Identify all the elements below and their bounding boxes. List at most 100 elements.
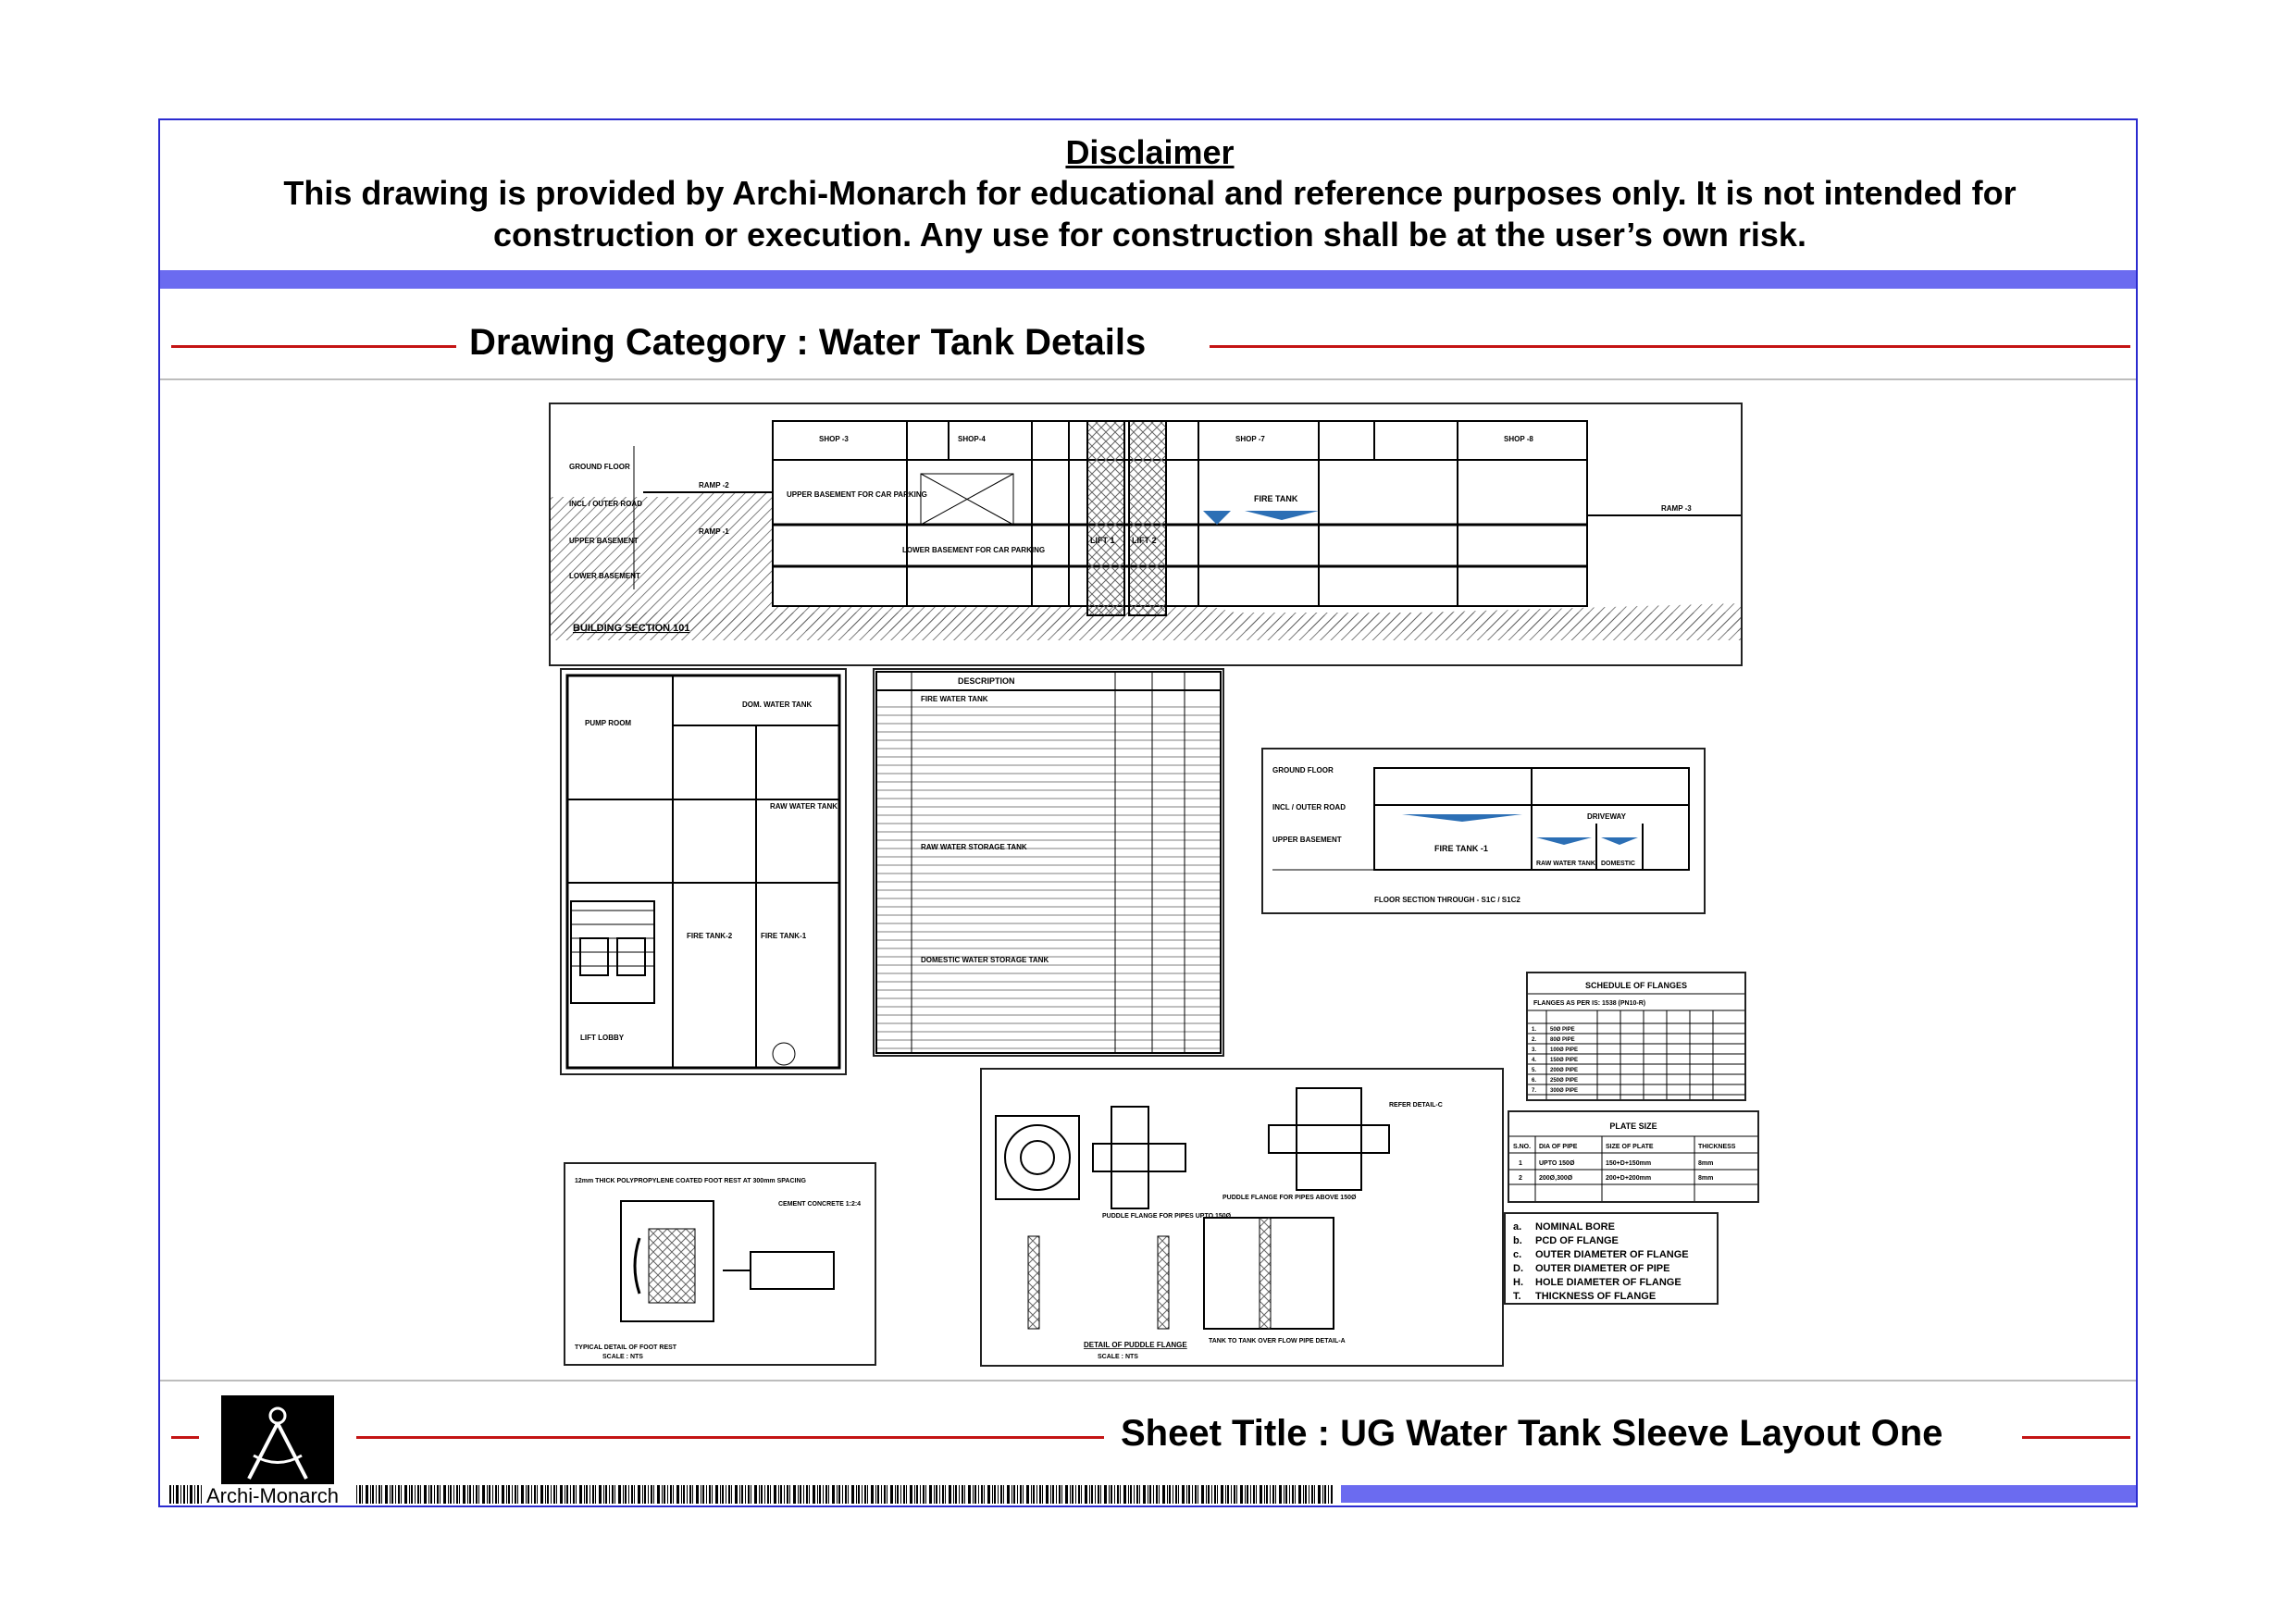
svg-text:PUMP ROOM: PUMP ROOM: [585, 719, 631, 727]
svg-text:c.: c.: [1513, 1249, 1521, 1260]
foot-rest-drawing: 12mm THICK POLYPROPYLENE COATED FOOT RES…: [575, 1178, 861, 1360]
svg-text:1: 1: [1519, 1160, 1522, 1167]
svg-text:DESCRIPTION: DESCRIPTION: [958, 676, 1015, 686]
drawing-category: Drawing Category : Water Tank Details: [469, 322, 1147, 363]
floor-section-drawing: GROUND FLOOR INCL / OUTER ROAD UPPER BAS…: [1272, 766, 1690, 904]
svg-text:THICKNESS OF FLANGE: THICKNESS OF FLANGE: [1535, 1291, 1656, 1302]
svg-text:b.: b.: [1513, 1235, 1522, 1246]
flange-list-table: DESCRIPTION FIRE WATER TANK RAW WATER ST…: [875, 671, 1222, 1054]
flange-schedule-panel: SCHEDULE OF FLANGES FLANGES AS PER IS: 1…: [1526, 972, 1746, 1101]
legend-panel: a.NOMINAL BORE b.PCD OF FLANGE c.OUTER D…: [1504, 1212, 1719, 1305]
svg-text:FIRE TANK: FIRE TANK: [1254, 494, 1298, 503]
footer-rule-right: [2022, 1436, 2130, 1439]
svg-text:GROUND FLOOR: GROUND FLOOR: [569, 463, 630, 471]
schedule-row-desc: 150Ø PIPE: [1550, 1058, 1578, 1063]
schedule-row-desc: 80Ø PIPE: [1550, 1037, 1575, 1043]
svg-text:PUDDLE FLANGE FOR PIPES UPTO 1: PUDDLE FLANGE FOR PIPES UPTO 150Ø: [1102, 1213, 1232, 1220]
svg-text:200Ø,300Ø: 200Ø,300Ø: [1539, 1175, 1573, 1182]
svg-text:LOWER BASEMENT: LOWER BASEMENT: [569, 572, 640, 580]
schedule-row-no: 3.: [1532, 1047, 1536, 1053]
sheet-frame: Disclaimer This drawing is provided by A…: [158, 118, 2138, 1507]
schedule-row-desc: 100Ø PIPE: [1550, 1047, 1578, 1053]
svg-text:INCL / OUTER ROAD: INCL / OUTER ROAD: [569, 500, 642, 508]
floor-section-title: FLOOR SECTION THROUGH - S1C / S1C2: [1374, 896, 1520, 904]
schedule-row-desc: 250Ø PIPE: [1550, 1078, 1578, 1084]
svg-text:GROUND FLOOR: GROUND FLOOR: [1272, 766, 1334, 774]
svg-text:RAMP -1: RAMP -1: [699, 527, 729, 536]
svg-text:UPTO 150Ø: UPTO 150Ø: [1539, 1160, 1575, 1167]
puddle-flange-drawing: PUDDLE FLANGE FOR PIPES UPTO 150Ø PUDDLE…: [995, 1087, 1443, 1360]
svg-text:DRIVEWAY: DRIVEWAY: [1587, 812, 1627, 821]
svg-text:DOMESTIC WATER STORAGE TANK: DOMESTIC WATER STORAGE TANK: [921, 956, 1049, 964]
svg-text:2: 2: [1519, 1175, 1522, 1182]
barcode-strip: [356, 1485, 1333, 1504]
compass-icon: [247, 1406, 308, 1480]
building-section-title: BUILDING SECTION 101: [573, 623, 690, 634]
footer-divider: [160, 1380, 2136, 1381]
floor-section-panel: GROUND FLOOR INCL / OUTER ROAD UPPER BAS…: [1261, 748, 1706, 914]
svg-text:DOM. WATER TANK: DOM. WATER TANK: [742, 700, 812, 709]
svg-text:SHOP-4: SHOP-4: [958, 435, 986, 443]
svg-text:OUTER DIAMETER OF PIPE: OUTER DIAMETER OF PIPE: [1535, 1263, 1669, 1274]
puddle-flange-panel: PUDDLE FLANGE FOR PIPES UPTO 150Ø PUDDLE…: [980, 1068, 1504, 1367]
svg-text:HOLE DIAMETER OF FLANGE: HOLE DIAMETER OF FLANGE: [1535, 1277, 1682, 1288]
svg-text:INCL / OUTER ROAD: INCL / OUTER ROAD: [1272, 803, 1346, 812]
schedule-row-desc: 200Ø PIPE: [1550, 1068, 1578, 1073]
svg-text:LIFT LOBBY: LIFT LOBBY: [580, 1034, 625, 1042]
svg-text:NOMINAL BORE: NOMINAL BORE: [1535, 1221, 1615, 1233]
svg-text:D.: D.: [1513, 1263, 1523, 1274]
svg-text:TANK TO TANK OVER FLOW PIPE DE: TANK TO TANK OVER FLOW PIPE DETAIL-A: [1209, 1338, 1346, 1344]
svg-text:RAW WATER TANK: RAW WATER TANK: [1536, 861, 1595, 867]
svg-text:UPPER BASEMENT FOR CAR PARKING: UPPER BASEMENT FOR CAR PARKING: [787, 490, 927, 499]
schedule-row-no: 5.: [1532, 1068, 1536, 1073]
flange-list-panel: DESCRIPTION FIRE WATER TANK RAW WATER ST…: [873, 668, 1224, 1057]
building-section-drawing: GROUND FLOOR INCL / OUTER ROAD UPPER BAS…: [551, 420, 1741, 640]
svg-text:SHOP -8: SHOP -8: [1504, 435, 1533, 443]
svg-text:SHOP -3: SHOP -3: [819, 435, 849, 443]
svg-text:FIRE TANK -1: FIRE TANK -1: [1434, 844, 1488, 853]
svg-text:SHOP -7: SHOP -7: [1235, 435, 1265, 443]
footer-rule-left: [171, 1436, 199, 1439]
svg-text:RAW WATER STORAGE TANK: RAW WATER STORAGE TANK: [921, 843, 1027, 851]
flange-schedule-table: SCHEDULE OF FLANGES FLANGES AS PER IS: 1…: [1528, 981, 1744, 1099]
svg-text:H.: H.: [1513, 1277, 1523, 1288]
svg-text:UPPER BASEMENT: UPPER BASEMENT: [569, 537, 639, 545]
schedule-row-desc: 50Ø PIPE: [1550, 1027, 1575, 1033]
category-rule-right: [1210, 345, 2130, 348]
svg-text:TYPICAL DETAIL OF FOOT REST: TYPICAL DETAIL OF FOOT REST: [575, 1344, 677, 1351]
building-section-panel: GROUND FLOOR INCL / OUTER ROAD UPPER BAS…: [549, 403, 1743, 666]
tank-plan-panel: PUMP ROOM DOM. WATER TANK RAW WATER TANK…: [560, 668, 847, 1075]
legend-list: a.NOMINAL BORE b.PCD OF FLANGE c.OUTER D…: [1513, 1221, 1689, 1302]
svg-text:FIRE TANK-1: FIRE TANK-1: [761, 932, 807, 940]
svg-text:UPPER BASEMENT: UPPER BASEMENT: [1272, 836, 1342, 844]
schedule-row-no: 6.: [1532, 1078, 1536, 1084]
svg-text:FIRE WATER TANK: FIRE WATER TANK: [921, 695, 988, 703]
schedule-row-desc: 300Ø PIPE: [1550, 1088, 1578, 1094]
barcode-left: [169, 1485, 202, 1504]
plate-size-panel: PLATE SIZE S.NO. DIA OF PIPE SIZE OF PLA…: [1508, 1110, 1759, 1203]
footer-band: [1341, 1485, 2136, 1503]
svg-text:DIA OF PIPE: DIA OF PIPE: [1539, 1144, 1578, 1150]
svg-text:8mm: 8mm: [1698, 1175, 1713, 1182]
category-rule-left: [171, 345, 456, 348]
disclaimer-title: Disclaimer: [1065, 133, 1235, 171]
svg-text:8mm: 8mm: [1698, 1160, 1713, 1167]
plate-size-table: PLATE SIZE S.NO. DIA OF PIPE SIZE OF PLA…: [1509, 1121, 1757, 1201]
svg-text:T.: T.: [1513, 1291, 1521, 1302]
disclaimer-band: [160, 270, 2136, 289]
svg-text:SCALE : NTS: SCALE : NTS: [602, 1354, 643, 1360]
svg-text:REFER DETAIL-C: REFER DETAIL-C: [1389, 1102, 1443, 1109]
svg-text:THICKNESS: THICKNESS: [1698, 1144, 1736, 1150]
plate-size-title: PLATE SIZE: [1609, 1121, 1657, 1131]
disclaimer-text: This drawing is provided by Archi-Monarc…: [283, 174, 2017, 254]
svg-text:150+D+150mm: 150+D+150mm: [1606, 1160, 1651, 1167]
svg-text:RAMP -3: RAMP -3: [1661, 504, 1692, 513]
svg-text:PUDDLE FLANGE FOR PIPES ABOVE: PUDDLE FLANGE FOR PIPES ABOVE 150Ø: [1222, 1195, 1357, 1201]
archi-monarch-logo: [221, 1395, 334, 1484]
svg-text:RAW WATER TANK: RAW WATER TANK: [770, 802, 838, 811]
schedule-row-no: 7.: [1532, 1088, 1536, 1094]
svg-text:CEMENT CONCRETE 1:2:4: CEMENT CONCRETE 1:2:4: [778, 1201, 861, 1208]
svg-text:LIFT 1: LIFT 1: [1090, 536, 1115, 545]
svg-text:12mm THICK POLYPROPYLENE COATE: 12mm THICK POLYPROPYLENE COATED FOOT RES…: [575, 1178, 807, 1184]
tank-plan-drawing: PUMP ROOM DOM. WATER TANK RAW WATER TANK…: [565, 674, 841, 1070]
